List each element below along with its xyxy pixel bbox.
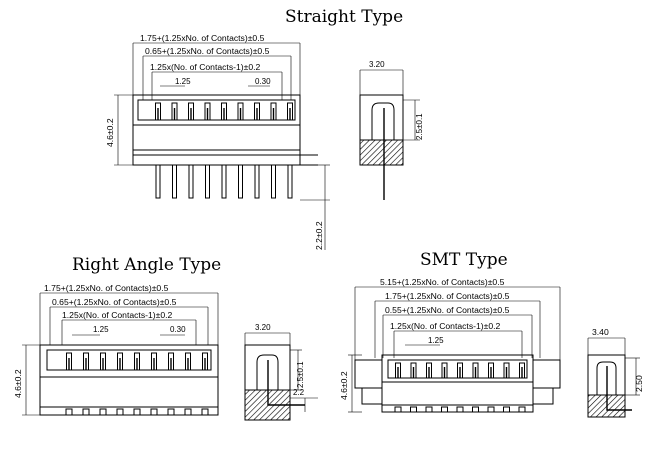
smt-foot xyxy=(394,406,402,413)
smt-foot xyxy=(487,406,495,413)
smt-dim-depth: 3.40 xyxy=(592,327,609,337)
smt-dim-pitch-span: 1.25x(No. of Contacts-1)±0.2 xyxy=(390,321,501,331)
right-angle-dim-inner: 0.65+(1.25xNo. of Contacts)±0.5 xyxy=(52,297,177,307)
solder-pin xyxy=(287,164,293,199)
smt-dim-overall: 1.75+(1.25xNo. of Contacts)±0.5 xyxy=(385,291,510,301)
smt-dim-inner: 0.55+(1.25xNo. of Contacts)±0.5 xyxy=(385,305,510,315)
straight-pins xyxy=(155,164,293,199)
straight-dim-height: 4.6±0.2 xyxy=(105,118,115,147)
smt-front-view xyxy=(354,354,561,413)
straight-title: Straight Type xyxy=(285,7,403,27)
straight-dim-pin: 0.30 xyxy=(255,77,271,86)
right-angle-dim-pitch: 1.25 xyxy=(93,325,109,334)
pin-foot xyxy=(82,408,90,416)
smt-dim-lines xyxy=(354,286,561,360)
right-angle-feet xyxy=(65,408,209,416)
straight-dim-inner: 0.65+(1.25xNo. of Contacts)±0.5 xyxy=(145,46,270,56)
smt-foot xyxy=(503,406,510,413)
straight-dim-overall: 1.75+(1.25xNo. of Contacts)±0.5 xyxy=(140,33,265,43)
solder-pin xyxy=(221,164,227,199)
solder-pin xyxy=(155,164,161,199)
solder-pin xyxy=(254,164,260,199)
smt-foot xyxy=(472,406,479,413)
straight-dim-pitch-span: 1.25x(No. of Contacts-1)±0.2 xyxy=(150,62,261,72)
right-angle-dim-overall: 1.75+(1.25xNo. of Contacts)±0.5 xyxy=(44,283,169,293)
straight-type-section: Straight Type 1.75+(1.25xNo. of Contacts… xyxy=(105,7,424,250)
pin-foot xyxy=(201,408,209,416)
smt-title: SMT Type xyxy=(420,250,508,270)
pin-foot xyxy=(167,408,175,416)
solder-pin xyxy=(172,164,177,199)
pin-foot xyxy=(99,408,107,416)
pin-foot xyxy=(150,408,158,416)
straight-contacts xyxy=(155,102,293,121)
right-angle-type-section: Right Angle Type 1.75+(1.25xNo. of Conta… xyxy=(13,255,318,421)
pin-foot xyxy=(133,408,141,416)
straight-dim-cavity: 2.5±0.1 xyxy=(415,113,424,140)
solder-pin xyxy=(271,164,276,199)
smt-dim-outer: 5.15+(1.25xNo. of Contacts)±0.5 xyxy=(380,277,505,287)
smt-foot xyxy=(410,406,417,413)
right-angle-contacts xyxy=(66,352,208,371)
smt-foot xyxy=(425,406,433,413)
solder-pin xyxy=(205,164,210,199)
smt-dim-height: 4.6±0.2 xyxy=(339,371,349,400)
solder-pin xyxy=(188,164,194,199)
pin-foot xyxy=(116,408,124,416)
smt-foot xyxy=(441,406,448,413)
pin-foot xyxy=(65,408,73,416)
smt-dim-cavity: 2.50 xyxy=(634,375,644,392)
solder-pin xyxy=(238,164,243,199)
right-angle-dim-pin: 0.30 xyxy=(170,325,186,334)
right-angle-dim-pitch-span: 1.25x(No. of Contacts-1)±0.2 xyxy=(62,310,173,320)
smt-foot xyxy=(456,406,464,413)
straight-dim-pitch: 1.25 xyxy=(175,77,191,86)
smt-foot xyxy=(518,406,526,413)
right-angle-front-view xyxy=(39,344,219,416)
pin-foot xyxy=(184,408,192,416)
straight-front-view xyxy=(132,94,318,166)
straight-dim-lines xyxy=(132,42,301,105)
smt-dim-pitch: 1.25 xyxy=(428,336,444,345)
right-angle-title: Right Angle Type xyxy=(72,255,221,275)
smt-contacts xyxy=(395,362,525,379)
right-angle-dim-depth: 3.20 xyxy=(255,323,271,332)
straight-dim-pin-length: 2.2±0.2 xyxy=(314,221,324,250)
right-angle-dim-pin-length: 2.2 xyxy=(293,388,305,397)
right-angle-dim-height: 4.6±0.2 xyxy=(13,369,23,398)
smt-type-section: SMT Type 5.15+(1.25xNo. of Contacts)±0.5… xyxy=(339,250,644,418)
right-angle-side-view xyxy=(244,332,318,421)
right-angle-dim-cavity: 2.5±0.1 xyxy=(296,361,305,388)
straight-side-view xyxy=(359,69,420,200)
right-angle-dim-lines xyxy=(39,292,219,350)
smt-side-view xyxy=(587,337,640,418)
smt-feet xyxy=(394,406,526,413)
straight-dim-depth: 3.20 xyxy=(369,60,385,69)
